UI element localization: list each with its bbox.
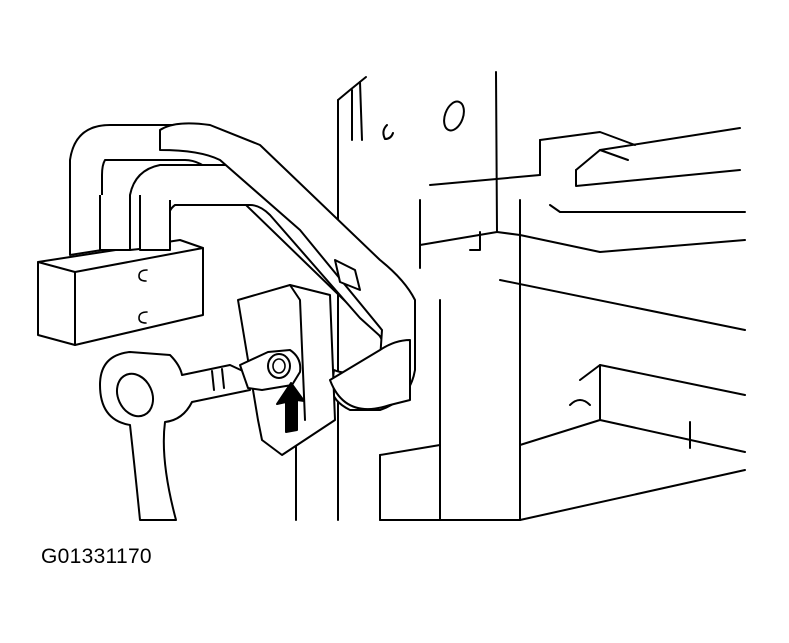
arrow-indicator-icon	[276, 382, 305, 433]
wrench-tool	[99, 349, 302, 521]
pipe-block	[37, 239, 204, 346]
figure-code-label: G01331170	[41, 545, 152, 568]
engine-structure	[295, 71, 746, 521]
